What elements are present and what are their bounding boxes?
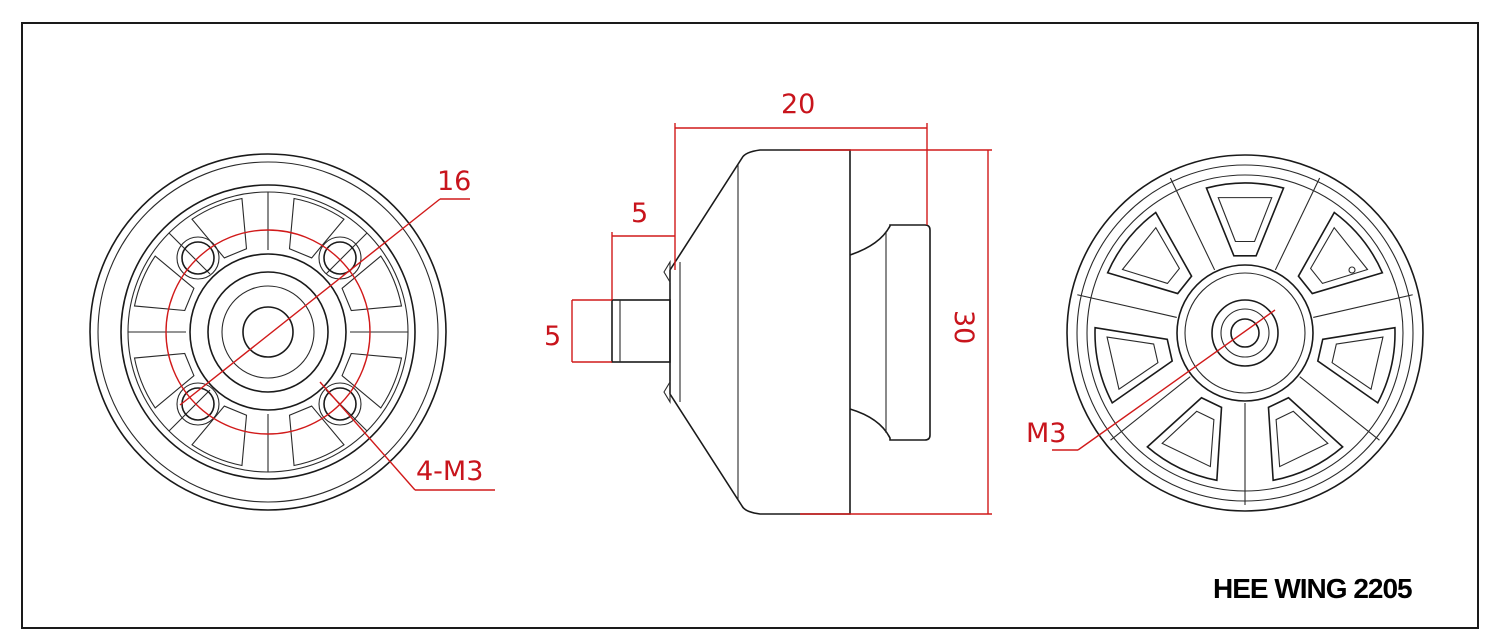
side-view: 20 5 5 30 [544,89,992,515]
model-title: HEE WING 2205 [1213,573,1412,604]
shaft-thread-label: M3 [1026,418,1066,449]
top-view: M3 [1026,154,1424,512]
shaft-diameter-label: 5 [544,321,561,352]
bottom-view: 16 4-M3 [89,153,495,511]
drawing-frame [21,22,1479,629]
body-length-label: 20 [781,89,815,120]
shaft-length-label: 5 [631,198,648,229]
mount-holes-label: 4-M3 [416,456,483,487]
mount-circle-label: 16 [437,166,471,197]
body-diameter-label: 30 [948,310,979,344]
mount-circle-dimension [165,229,371,435]
